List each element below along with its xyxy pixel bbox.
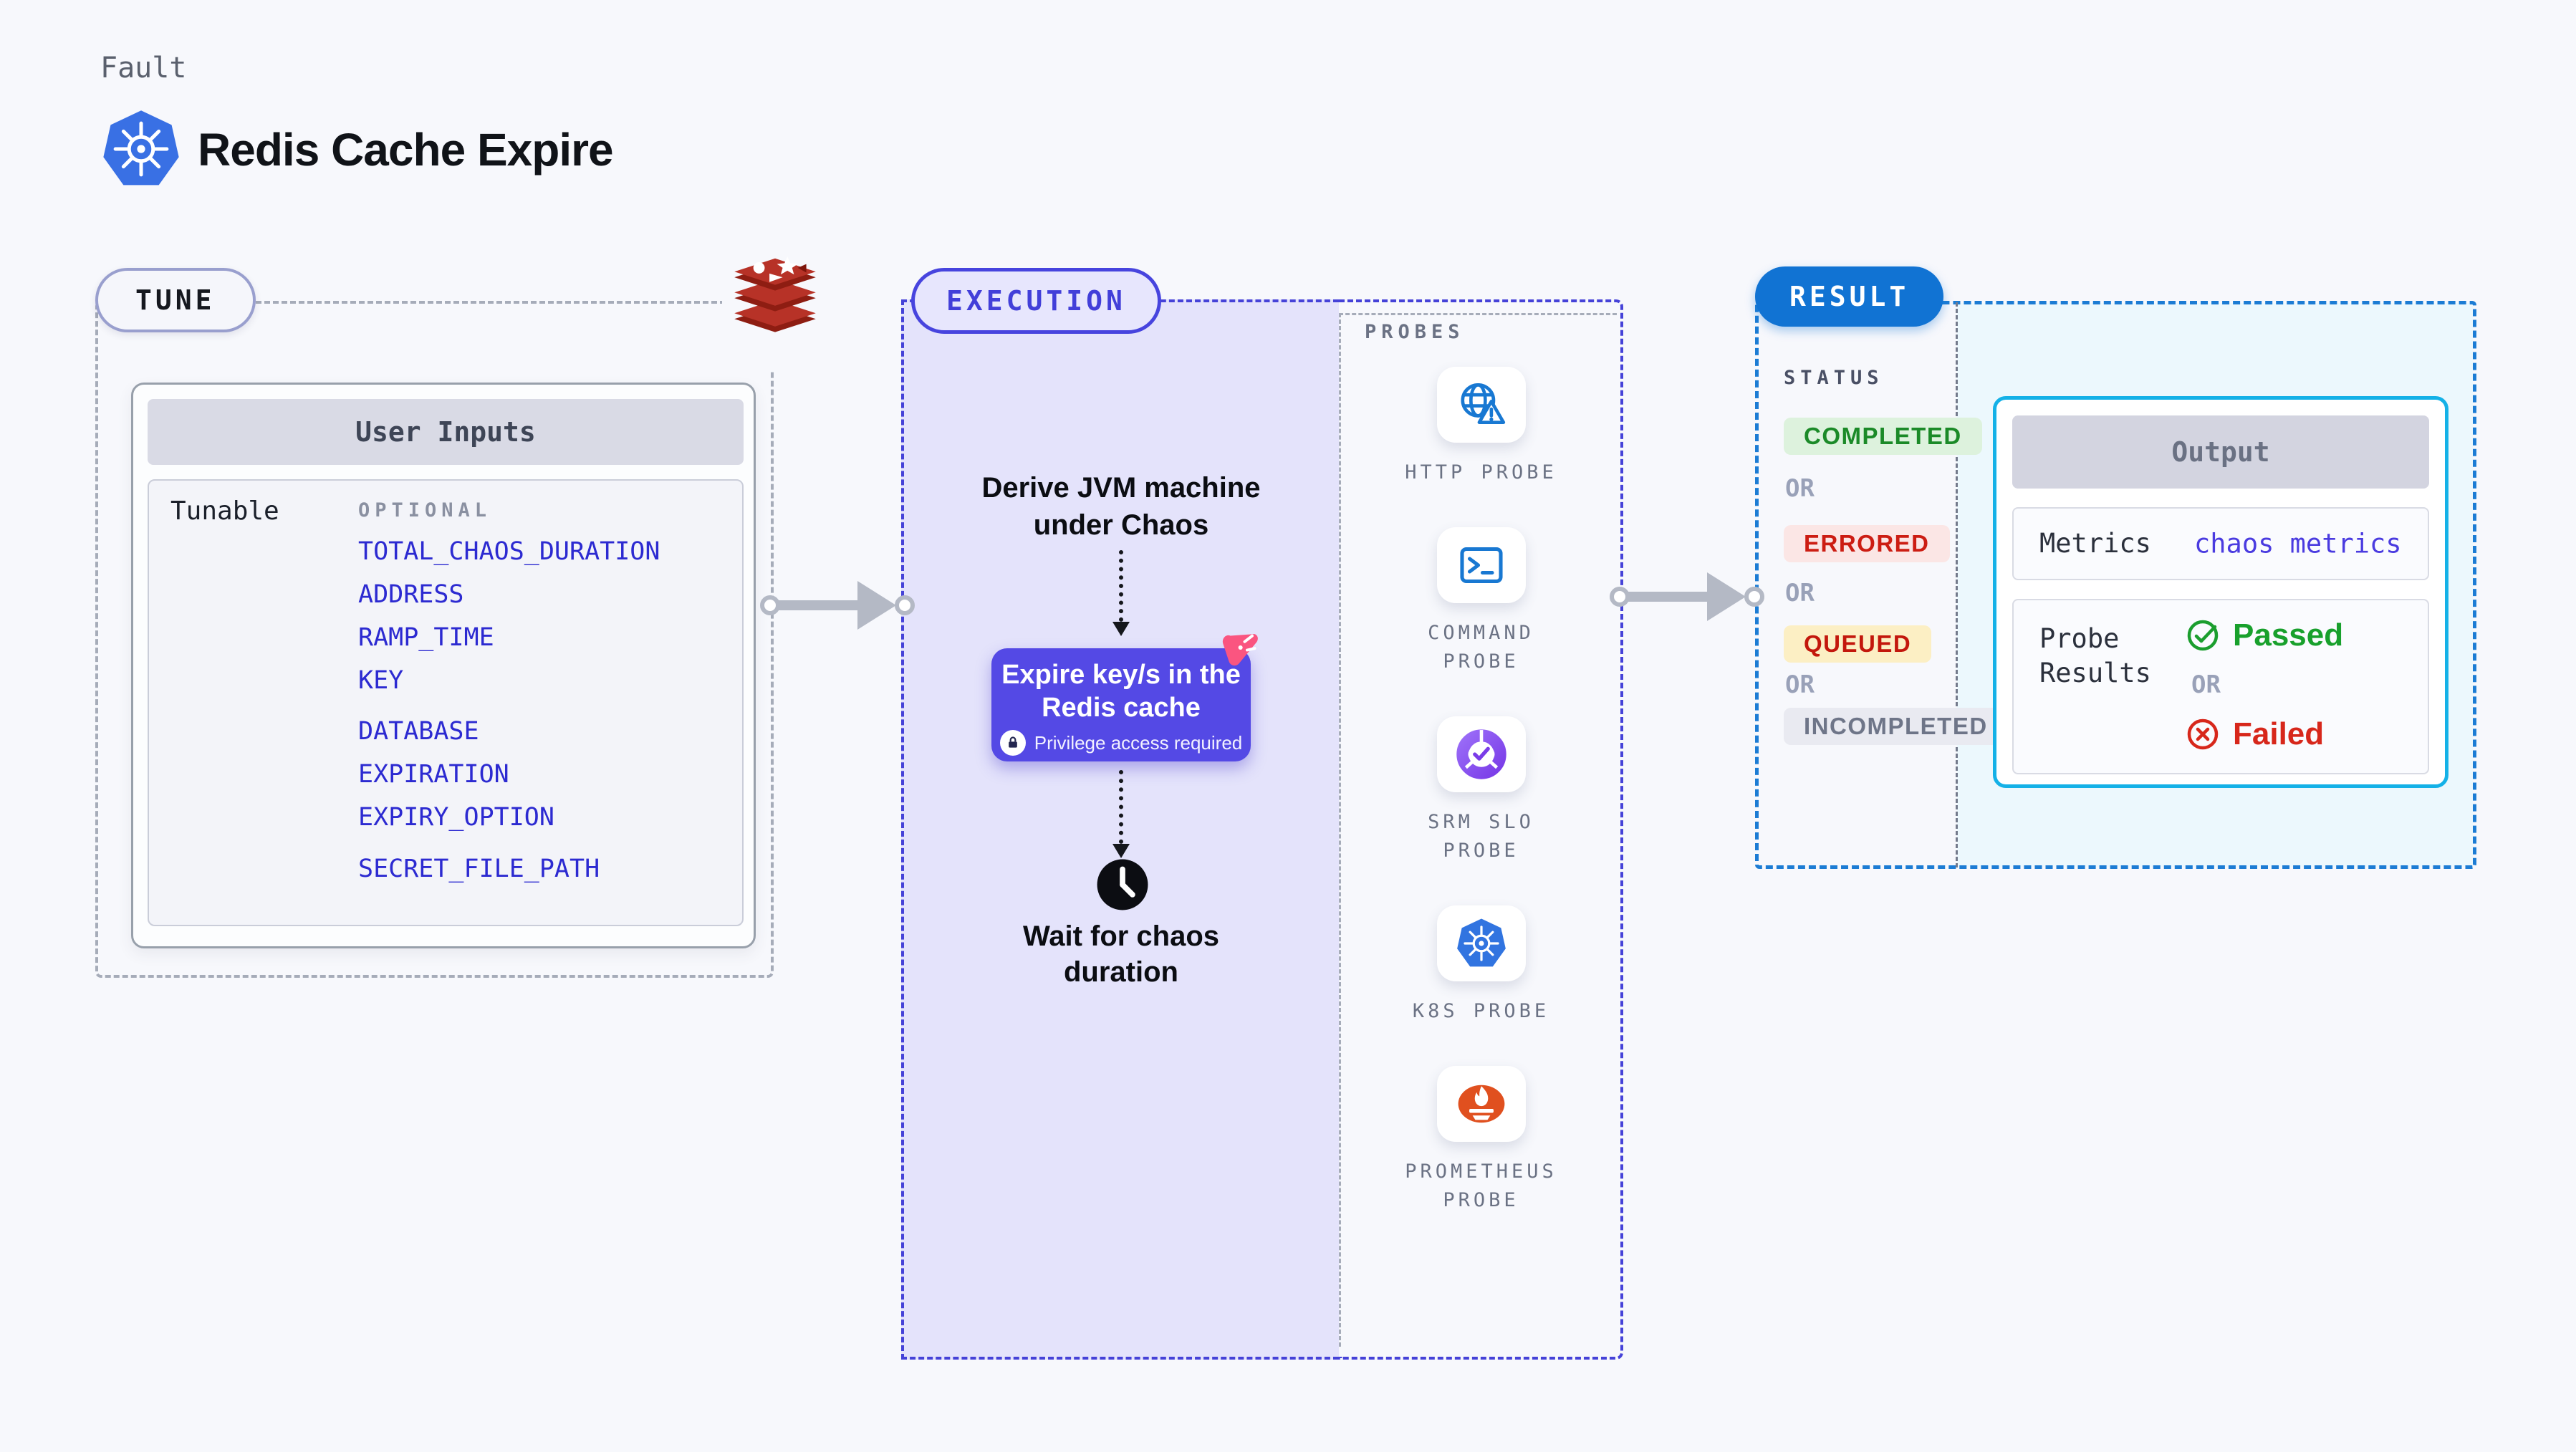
status-chip-queued: QUEUED <box>1784 625 1932 663</box>
optional-label: OPTIONAL <box>358 499 492 521</box>
probes-list: HTTP PROBE COMMAND PROBE <box>1339 367 1623 1215</box>
execution-badge: EXECUTION <box>911 268 1161 334</box>
verdict-passed: Passed <box>2186 617 2343 653</box>
probe-results-row: Probe Results Passed OR Failed <box>2012 599 2429 774</box>
privilege-note-text: Privilege access required <box>1034 731 1243 754</box>
param-link[interactable]: DATABASE <box>358 717 479 746</box>
param-group-3: SECRET_FILE_PATH <box>358 847 600 890</box>
chaos-experiment-icon <box>1222 628 1262 668</box>
probe-results-label: Probe Results <box>2039 623 2151 688</box>
probe-label: PROMETHEUS PROBE <box>1405 1160 1557 1211</box>
status-chip-completed: COMPLETED <box>1784 418 1982 455</box>
probe-item-prometheus: PROMETHEUS PROBE <box>1392 1066 1571 1215</box>
fault-action-label: Expire key/s in the Redis cache <box>1001 660 1241 723</box>
step-derive-text: Derive JVM machine under Chaos <box>981 472 1261 541</box>
param-link[interactable]: SECRET_FILE_PATH <box>358 855 600 883</box>
result-section-frame <box>1755 301 2476 869</box>
command-probe-icon <box>1436 527 1526 603</box>
arrow-head <box>857 581 896 630</box>
probes-frame <box>1339 313 1617 1347</box>
output-title: Output <box>2012 415 2429 489</box>
srm-slo-probe-icon <box>1436 716 1526 792</box>
probe-label: HTTP PROBE <box>1405 461 1557 484</box>
probe-label: K8S PROBE <box>1412 1000 1550 1022</box>
execution-frame-extension <box>1339 299 1623 1360</box>
wait-clock-icon <box>1096 858 1149 911</box>
param-link[interactable]: KEY <box>358 666 404 695</box>
fault-kicker: Fault <box>100 52 187 85</box>
param-link[interactable]: EXPIRATION <box>358 760 509 789</box>
connector-dot <box>760 595 780 615</box>
metrics-row: Metrics chaos metrics <box>2012 507 2429 580</box>
param-link[interactable]: RAMP_TIME <box>358 623 494 652</box>
probe-label: COMMAND PROBE <box>1428 622 1534 673</box>
probe-item-command: COMMAND PROBE <box>1392 527 1571 676</box>
param-group-2: DATABASE EXPIRATION EXPIRY_OPTION <box>358 710 554 839</box>
user-inputs-title: User Inputs <box>148 399 744 465</box>
or-separator: OR <box>1785 474 1815 503</box>
or-separator: OR <box>1785 670 1815 699</box>
status-label: STATUS <box>1784 367 1884 389</box>
param-link[interactable]: EXPIRY_OPTION <box>358 803 554 832</box>
probes-section-label: PROBES <box>1365 321 1465 343</box>
result-badge: RESULT <box>1755 266 1944 327</box>
param-link[interactable]: TOTAL_CHAOS_DURATION <box>358 537 660 566</box>
step-wait-text: Wait for chaos duration <box>1022 920 1220 988</box>
probe-item-k8s: K8S PROBE <box>1392 905 1571 1026</box>
lock-icon <box>999 730 1026 756</box>
failed-text: Failed <box>2233 716 2325 751</box>
result-divider <box>1956 302 1958 867</box>
fault-action-node[interactable]: Expire key/s in the Redis cache Privileg… <box>991 648 1251 761</box>
arrow-shaft <box>779 600 859 610</box>
user-inputs-card: User Inputs Tunable OPTIONAL TOTAL_CHAOS… <box>131 383 756 948</box>
param-link[interactable]: ADDRESS <box>358 580 464 609</box>
privilege-note: Privilege access required <box>991 730 1251 756</box>
tunable-label: Tunable <box>170 496 279 526</box>
dotted-arrow-down <box>1110 550 1132 636</box>
verdict-failed: Failed <box>2186 716 2343 752</box>
tune-badge: TUNE <box>95 268 256 332</box>
probe-item-http: HTTP PROBE <box>1392 367 1571 487</box>
or-separator: OR <box>1785 579 1815 607</box>
arrow-head <box>1707 572 1746 621</box>
tune-section-frame <box>95 301 774 978</box>
connector-dot <box>1610 587 1630 607</box>
status-chip-incompleted: INCOMPLETED <box>1784 708 2008 745</box>
redis-icon <box>722 249 828 370</box>
param-group-1: TOTAL_CHAOS_DURATION ADDRESS RAMP_TIME K… <box>358 530 660 702</box>
metrics-value-link[interactable]: chaos metrics <box>2194 528 2402 559</box>
x-circle-icon <box>2187 718 2219 750</box>
or-separator: OR <box>2191 670 2221 699</box>
flow-arrow-execution-to-result <box>1610 572 1764 622</box>
output-card: Output Metrics chaos metrics Probe Resul… <box>1993 396 2448 788</box>
http-probe-icon <box>1436 367 1526 443</box>
arrow-shaft <box>1628 592 1708 602</box>
probe-label: SRM SLO PROBE <box>1428 811 1534 862</box>
tunable-panel: Tunable OPTIONAL TOTAL_CHAOS_DURATION AD… <box>148 479 744 926</box>
connector-dot <box>895 595 915 615</box>
status-chip-errored: ERRORED <box>1784 525 1950 562</box>
flow-arrow-tune-to-execution <box>760 580 915 630</box>
passed-text: Passed <box>2233 617 2344 653</box>
probe-item-srm-slo: SRM SLO PROBE <box>1392 716 1571 865</box>
k8s-probe-icon <box>1436 905 1526 981</box>
connector-dot <box>1744 587 1764 607</box>
probe-verdicts: Passed OR Failed <box>2186 617 2343 752</box>
prometheus-probe-icon <box>1436 1066 1526 1142</box>
kubernetes-icon <box>97 109 185 189</box>
check-circle-icon <box>2187 620 2219 651</box>
page-title: Redis Cache Expire <box>198 124 614 176</box>
dotted-arrow-down <box>1110 770 1132 858</box>
metrics-label: Metrics <box>2039 528 2151 559</box>
